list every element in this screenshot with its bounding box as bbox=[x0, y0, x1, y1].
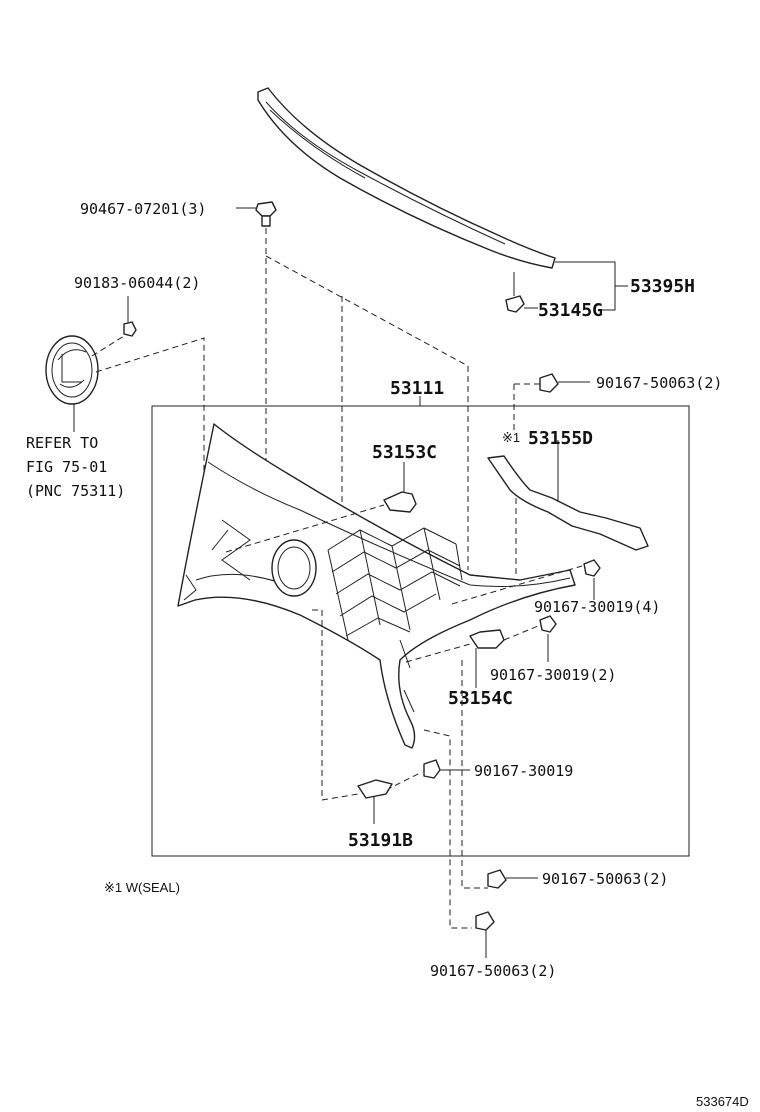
label-90167-50063-mid: 90167-50063(2) bbox=[542, 870, 668, 888]
screw-50063-top bbox=[539, 373, 559, 393]
refer-line-1: REFER TO bbox=[26, 434, 98, 452]
upper-molding bbox=[257, 87, 556, 269]
grille-body bbox=[177, 423, 576, 749]
label-90167-30019: 90167-30019 bbox=[474, 762, 573, 780]
label-53395h: 53395H bbox=[630, 276, 695, 297]
screw-30019-4 bbox=[583, 559, 601, 577]
screw-50063-mid bbox=[487, 869, 507, 889]
footnote: ※1 W(SEAL) bbox=[104, 880, 180, 895]
refer-line-2: FIG 75-01 bbox=[26, 458, 107, 476]
side-bracket-53155d bbox=[487, 455, 649, 551]
clip-53153c bbox=[383, 491, 417, 513]
clip-53154c bbox=[469, 629, 505, 649]
nut-90183 bbox=[123, 321, 137, 337]
clip-53191b bbox=[357, 779, 393, 799]
screw-30019 bbox=[423, 759, 441, 779]
label-53155d: 53155D bbox=[528, 428, 593, 449]
label-90167-30019-2: 90167-30019(2) bbox=[490, 666, 616, 684]
label-53191b: 53191B bbox=[348, 830, 413, 851]
label-53111: 53111 bbox=[390, 378, 444, 399]
clip-53145g bbox=[505, 272, 525, 313]
emblem bbox=[45, 335, 99, 405]
label-53155d-mark: ※1 bbox=[502, 430, 520, 445]
label-90167-30019-4: 90167-30019(4) bbox=[534, 598, 660, 616]
screw-30019-2 bbox=[539, 615, 557, 633]
label-90183-06044: 90183-06044(2) bbox=[74, 274, 200, 292]
diagram-id: 533674D bbox=[696, 1094, 749, 1109]
label-90167-50063-top: 90167-50063(2) bbox=[596, 374, 722, 392]
label-53154c: 53154C bbox=[448, 688, 513, 709]
label-53153c: 53153C bbox=[372, 442, 437, 463]
screw-90467 bbox=[255, 201, 277, 227]
label-90467-07201: 90467-07201(3) bbox=[80, 200, 206, 218]
label-90167-50063-bot: 90167-50063(2) bbox=[430, 962, 556, 980]
refer-line-3: (PNC 75311) bbox=[26, 482, 125, 500]
label-53145g: 53145G bbox=[538, 300, 603, 321]
screw-50063-bot bbox=[475, 911, 495, 931]
